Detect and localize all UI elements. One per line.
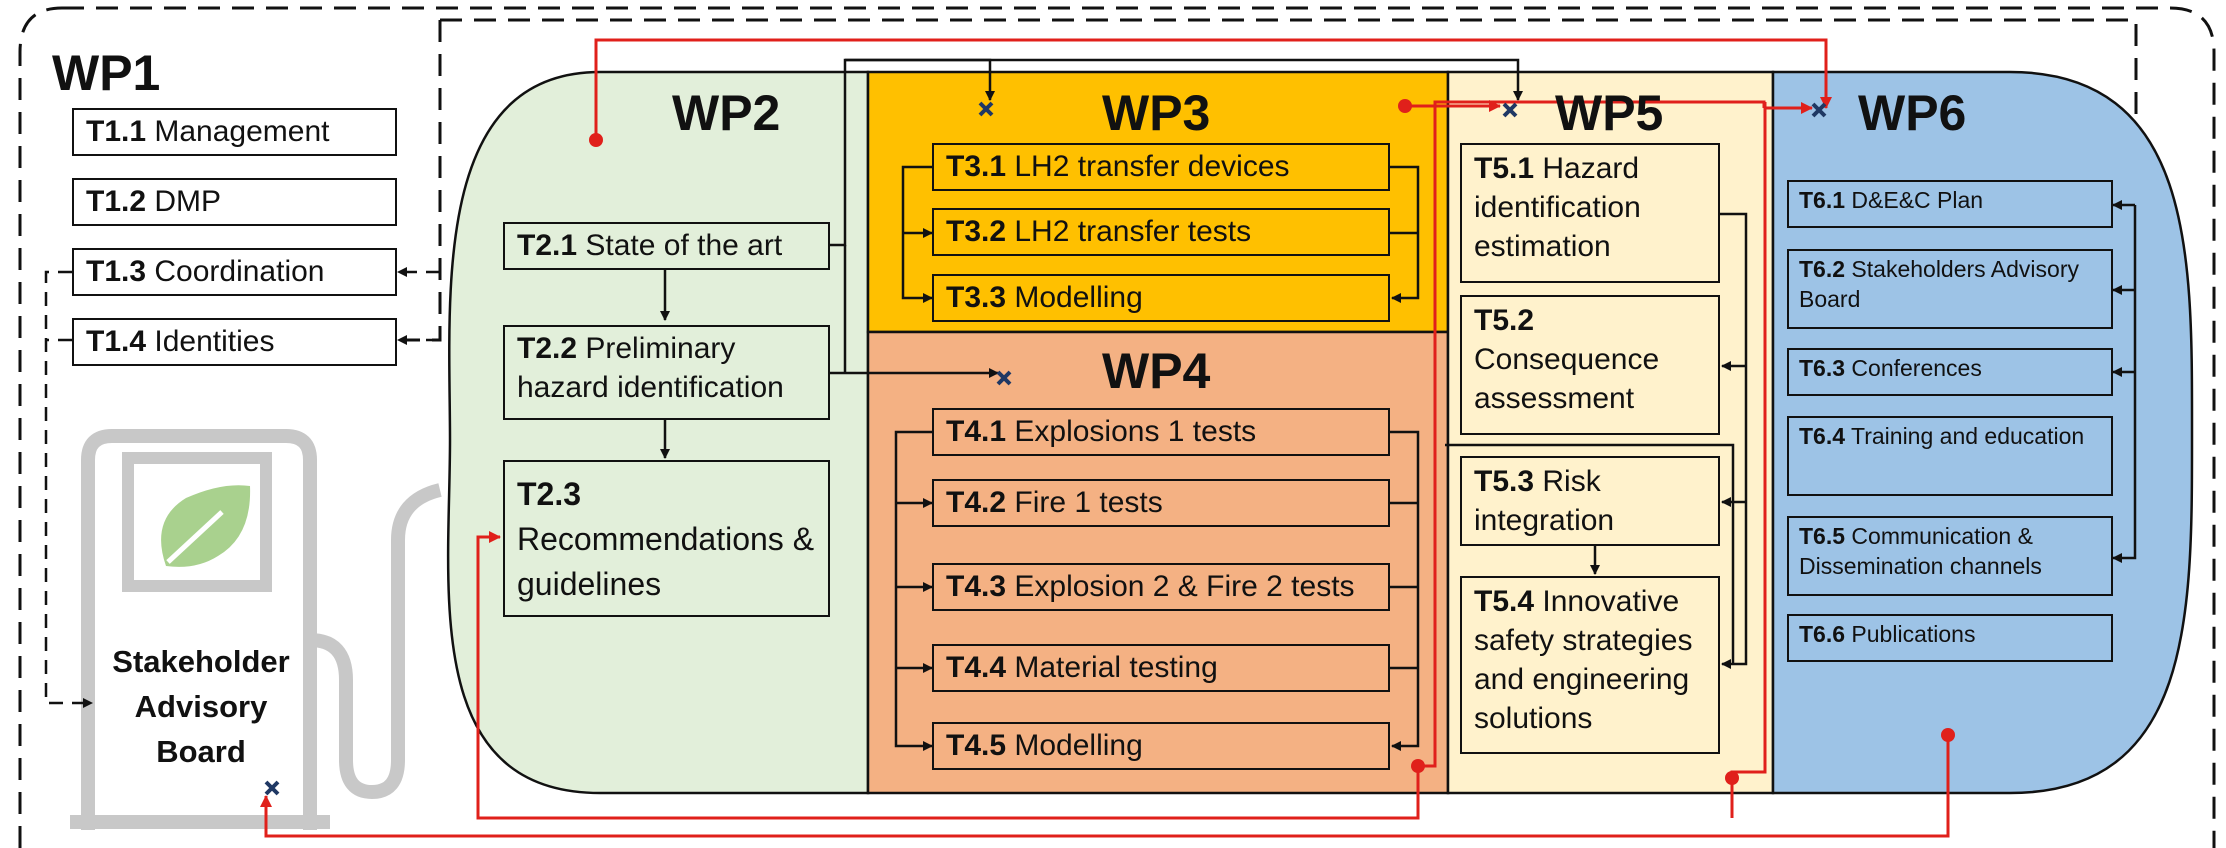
task-id: T4.5	[946, 729, 1007, 762]
sab-line: Advisory	[134, 688, 268, 724]
task-t6-5[interactable]: T6.5 Communication & Dissemination chann…	[1787, 516, 2113, 596]
sab-line: Stakeholder	[112, 644, 290, 679]
task-id: T6.2	[1799, 256, 1846, 282]
task-t4-4[interactable]: T4.4 Material testing	[932, 644, 1390, 692]
wp1-dashed-connectors	[44, 267, 440, 708]
task-label: Innovative safety strategies and enginee…	[1474, 585, 1693, 735]
task-label: Risk integration	[1474, 465, 1615, 537]
task-t6-4[interactable]: T6.4 Training and education	[1787, 416, 2113, 496]
wp4-title: WP4	[1102, 343, 1211, 399]
feedback-lines	[260, 38, 1950, 838]
task-id: T6.5	[1799, 523, 1846, 549]
wp1-title: WP1	[52, 45, 161, 101]
task-t1-2[interactable]: T1.2 DMP	[72, 178, 397, 226]
task-label: Conferences	[1851, 355, 1982, 381]
task-label: Coordination	[154, 255, 325, 288]
task-label: Preliminary hazard identification	[517, 332, 784, 404]
task-label: Recommendations & guidelines	[517, 520, 815, 602]
task-t1-4[interactable]: T1.4 Identities	[72, 318, 397, 366]
task-t4-5[interactable]: T4.5 Modelling	[932, 722, 1390, 770]
task-t6-3[interactable]: T6.3 Conferences	[1787, 348, 2113, 396]
task-id: T1.3	[86, 255, 147, 288]
task-label: Explosions 1 tests	[1014, 415, 1257, 448]
task-t3-3[interactable]: T3.3 Modelling	[932, 274, 1390, 322]
task-t4-2[interactable]: T4.2 Fire 1 tests	[932, 479, 1390, 527]
wp5-title: WP5	[1555, 85, 1664, 141]
task-t4-3[interactable]: T4.3 Explosion 2 & Fire 2 tests	[932, 563, 1390, 611]
task-label: Hazard identification estimation	[1474, 152, 1641, 263]
task-label: Explosion 2 & Fire 2 tests	[1014, 570, 1355, 603]
wp2-container	[446, 70, 870, 795]
task-id: T6.3	[1799, 355, 1846, 381]
task-id: T5.3	[1474, 465, 1535, 498]
task-label: Identities	[154, 325, 275, 358]
task-label: Modelling	[1014, 281, 1143, 314]
task-t6-6[interactable]: T6.6 Publications	[1787, 614, 2113, 662]
x-marker-icon	[264, 101, 1827, 796]
task-id: T5.1	[1474, 152, 1535, 185]
wp6-arrows	[2112, 200, 2137, 563]
task-label: Training and education	[1851, 423, 2085, 449]
task-id: T4.2	[946, 486, 1007, 519]
wp2-title: WP2	[672, 85, 781, 141]
task-t1-3[interactable]: T1.3 Coordination	[72, 248, 397, 296]
task-id: T3.3	[946, 281, 1007, 314]
task-label: Communication & Dissemination channels	[1799, 523, 2042, 579]
task-t1-1[interactable]: T1.1 Management	[72, 108, 397, 156]
task-label: DMP	[154, 185, 222, 218]
wp5-arrows	[1445, 212, 1748, 669]
task-id: T4.1	[946, 415, 1007, 448]
wp2-arrows	[660, 58, 1523, 459]
task-label: Management	[154, 115, 330, 148]
task-id: T6.6	[1799, 621, 1846, 647]
task-t5-1[interactable]: T5.1 Hazard identification estimation	[1460, 143, 1720, 283]
task-t5-3[interactable]: T5.3 Risk integration	[1460, 456, 1720, 546]
task-t2-1[interactable]: T2.1 State of the art	[503, 222, 830, 270]
wp1-dashed-border	[18, 6, 2216, 848]
task-label: State of the art	[585, 229, 783, 262]
task-id: T2.2	[517, 332, 578, 365]
task-t6-1[interactable]: T6.1 D&E&C Plan	[1787, 180, 2113, 228]
task-t2-2[interactable]: T2.2 Preliminary hazard identification	[503, 325, 830, 420]
task-id: T3.1	[946, 150, 1007, 183]
task-label: D&E&C Plan	[1851, 187, 1984, 213]
task-label: LH2 transfer devices	[1014, 150, 1290, 183]
task-label: Material testing	[1014, 651, 1218, 684]
task-id: T4.4	[946, 651, 1007, 684]
task-id: T3.2	[946, 215, 1007, 248]
task-t4-1[interactable]: T4.1 Explosions 1 tests	[932, 408, 1390, 456]
stakeholder-advisory-board-label: Stakeholder Advisory Board	[96, 640, 306, 775]
task-label: Stakeholders Advisory Board	[1799, 256, 2079, 312]
task-t5-4[interactable]: T5.4 Innovative safety strategies and en…	[1460, 576, 1720, 754]
task-label: Modelling	[1014, 729, 1143, 762]
task-id: T2.3	[517, 476, 582, 512]
task-t3-1[interactable]: T3.1 LH2 transfer devices	[932, 143, 1390, 191]
wp4-arrows	[894, 430, 1420, 751]
wp3-title: WP3	[1102, 85, 1211, 141]
task-id: T2.1	[517, 229, 578, 262]
task-id: T4.3	[946, 570, 1007, 603]
task-id: T1.4	[86, 325, 147, 358]
task-id: T1.1	[86, 115, 147, 148]
leaf-icon	[161, 485, 251, 567]
task-label: LH2 transfer tests	[1014, 215, 1252, 248]
task-id: T5.2	[1474, 304, 1535, 337]
sab-line: Board	[156, 733, 246, 769]
task-id: T1.2	[86, 185, 147, 218]
task-id: T6.1	[1799, 187, 1846, 213]
task-t3-2[interactable]: T3.2 LH2 transfer tests	[932, 208, 1390, 256]
wp3-arrows	[901, 165, 1420, 303]
task-label: Fire 1 tests	[1014, 486, 1163, 519]
task-id: T5.4	[1474, 585, 1535, 618]
task-id: T6.4	[1799, 423, 1846, 449]
task-t6-2[interactable]: T6.2 Stakeholders Advisory Board	[1787, 249, 2113, 329]
task-label: Publications	[1851, 621, 1976, 647]
wp6-title: WP6	[1858, 85, 1967, 141]
dot-marker-icon	[589, 99, 1955, 785]
task-label: Consequence assessment	[1474, 343, 1660, 415]
fuel-pump-icon	[70, 429, 442, 830]
